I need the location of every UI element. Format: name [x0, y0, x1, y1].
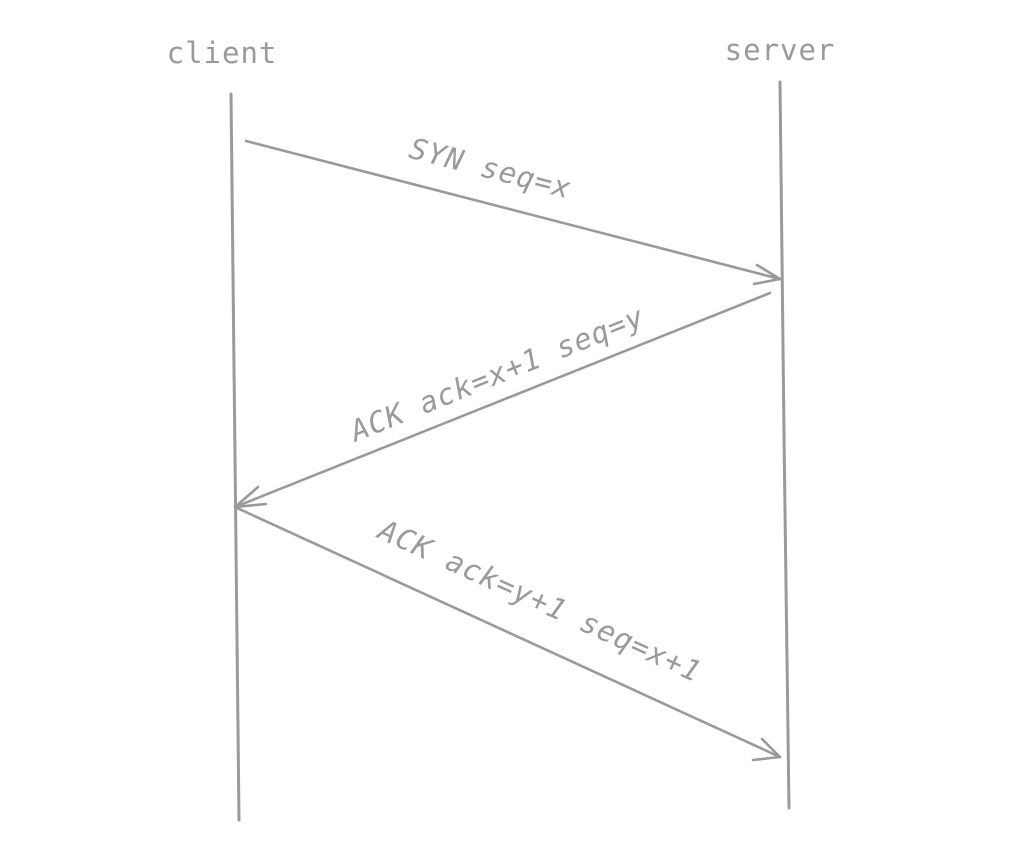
client-lifeline — [229, 92, 241, 822]
server-label: server — [725, 33, 836, 67]
ack2-arrowhead — [751, 737, 782, 762]
ack2-message-label: ACK ack=y+1 seq=x+1 — [372, 512, 707, 689]
ack2-message-arrow — [235, 506, 782, 759]
ack1-message-arrow — [233, 291, 772, 509]
server-lifeline — [778, 80, 791, 810]
syn-message-label: SYN seq=x — [406, 131, 575, 206]
syn-message-arrow — [244, 139, 782, 281]
client-label: client — [167, 36, 278, 70]
ack1-arrowhead — [233, 485, 268, 509]
syn-arrowhead — [752, 263, 782, 286]
ack1-message-label: ACK ack=x+1 seq=y — [344, 299, 650, 449]
